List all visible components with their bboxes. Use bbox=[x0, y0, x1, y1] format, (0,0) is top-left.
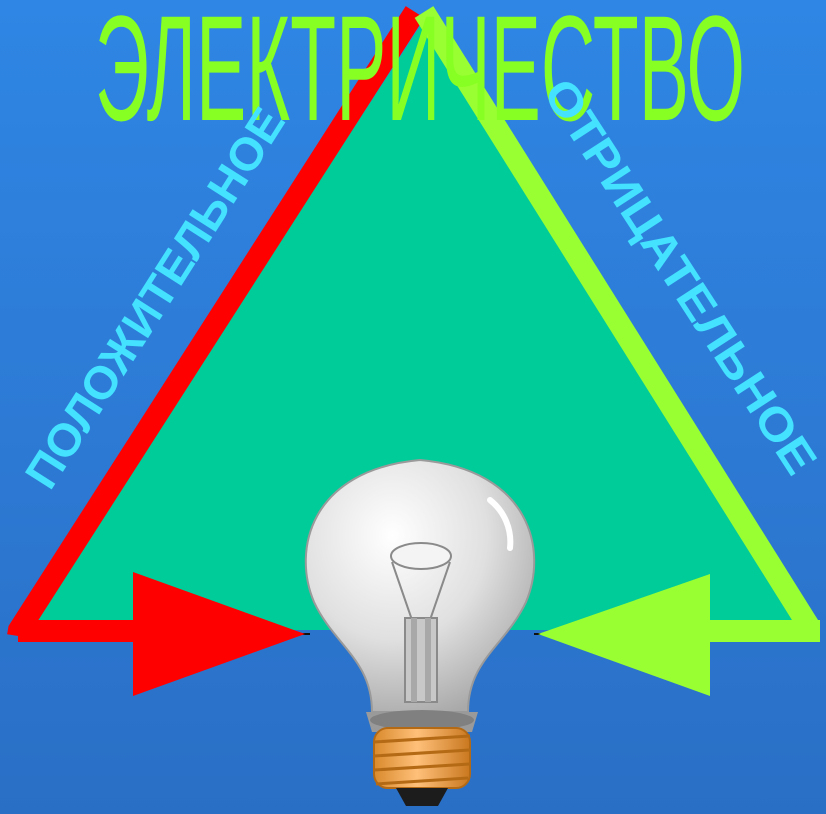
light-bulb-icon bbox=[304, 458, 536, 806]
arrow-left-icon bbox=[538, 574, 710, 696]
arrow-right-icon bbox=[133, 572, 305, 696]
positive-conductor bbox=[7, 6, 425, 642]
negative-conductor bbox=[414, 6, 820, 642]
bulb-base bbox=[373, 727, 471, 789]
bulb-glass bbox=[304, 458, 536, 713]
diagram-title: ЭЛЕКТРИЧЕСТВО bbox=[95, 0, 745, 152]
triangle bbox=[28, 26, 812, 630]
